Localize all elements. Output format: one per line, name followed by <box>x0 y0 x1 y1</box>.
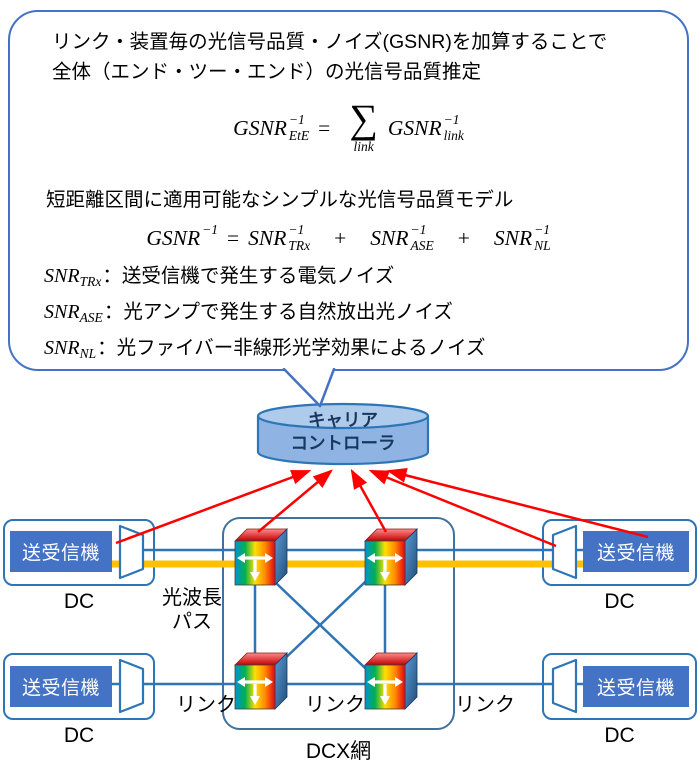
carrier-controller-label-line2: コントローラ <box>290 433 396 453</box>
math-var: SNR <box>370 225 409 250</box>
crossconnect-arrows-icon <box>237 553 273 581</box>
transceiver-top-right: 送受信機 <box>583 531 689 572</box>
definition-snr-trx: SNRTRx：送受信機で発生する電気ノイズ <box>44 265 395 289</box>
carrier-controller-cylinder-icon <box>256 402 430 466</box>
control-arrow <box>386 468 649 539</box>
explanation-callout: リンク・装置毎の光信号品質・ノイズ(GSNR)を加算することで 全体（エンド・ツ… <box>8 10 689 371</box>
transceiver-bottom-right: 送受信機 <box>583 666 689 707</box>
definition-snr-ase: SNRASE：光アンプで発生する自然放出光ノイズ <box>44 301 453 325</box>
wavelength-path-label: 光波長 パス <box>150 586 234 634</box>
callout-line2: 全体（エンド・ツー・エンド）の光信号品質推定 <box>52 61 482 83</box>
optical-coupler-icon-top-right <box>551 524 578 580</box>
callout-line3: 短距離区間に適用可能なシンプルな光信号品質モデル <box>46 189 514 211</box>
crossconnect-arrows-icon <box>367 677 403 705</box>
control-arrow <box>368 469 557 548</box>
dc-caption-bottom-right: DC <box>604 724 635 747</box>
math-var: SNR <box>493 225 533 250</box>
optical-switch-cube-icon-top-right <box>364 528 418 586</box>
math-supsub: −1 <box>202 221 218 237</box>
math-var: GSNR <box>387 115 442 140</box>
dc-caption-bottom-left: DC <box>63 724 95 747</box>
optical-coupler-icon-bottom-left <box>118 658 145 714</box>
crossconnect-arrows-icon <box>367 553 403 581</box>
math-var: GSNR <box>146 225 201 250</box>
math-var: GSNR <box>233 115 287 140</box>
crossconnect-arrows-icon <box>237 677 273 705</box>
optical-coupler-icon-bottom-right <box>551 658 578 714</box>
control-arrow <box>257 469 333 533</box>
noise-definitions: SNRTRx：送受信機で発生する電気ノイズ SNRASE：光アンプで発生する自然… <box>44 261 486 369</box>
math-var: SNR <box>248 225 287 250</box>
callout-line1: リンク・装置毎の光信号品質・ノイズ(GSNR)を加算することで <box>52 31 608 53</box>
optical-switch-cube-icon-bottom-left <box>234 652 288 710</box>
math-equals: = <box>226 225 240 250</box>
math-equals: = <box>318 115 331 140</box>
control-arrow <box>350 468 388 533</box>
transceiver-bottom-left: 送受信機 <box>10 666 112 707</box>
optical-switch-cube-icon-bottom-right <box>364 652 418 710</box>
math-plus: + <box>457 225 470 250</box>
definition-snr-nl: SNRNL：光ファイバー非線形光学効果によるノイズ <box>44 337 486 361</box>
link-label-left: リンク <box>176 694 236 716</box>
link-label-right: リンク <box>455 694 515 716</box>
optical-switch-cube-icon-top-left <box>234 528 288 586</box>
wavelength-path-label-line2: パス <box>172 611 212 633</box>
dcx-caption: DCX網 <box>305 740 372 763</box>
dc-caption-top-left: DC <box>63 590 95 613</box>
summation-symbol: ∑link <box>349 95 378 154</box>
math-plus: + <box>334 225 347 250</box>
carrier-controller-label: キャリア コントローラ <box>255 409 431 455</box>
link-label-center: リンク <box>305 694 365 716</box>
carrier-controller-label-line1: キャリア <box>308 410 378 430</box>
transceiver-top-left: 送受信機 <box>10 531 112 572</box>
wavelength-path-label-line1: 光波長 <box>162 587 222 609</box>
control-arrow <box>115 469 312 545</box>
dc-caption-top-right: DC <box>604 590 635 613</box>
callout-tail <box>282 368 336 408</box>
